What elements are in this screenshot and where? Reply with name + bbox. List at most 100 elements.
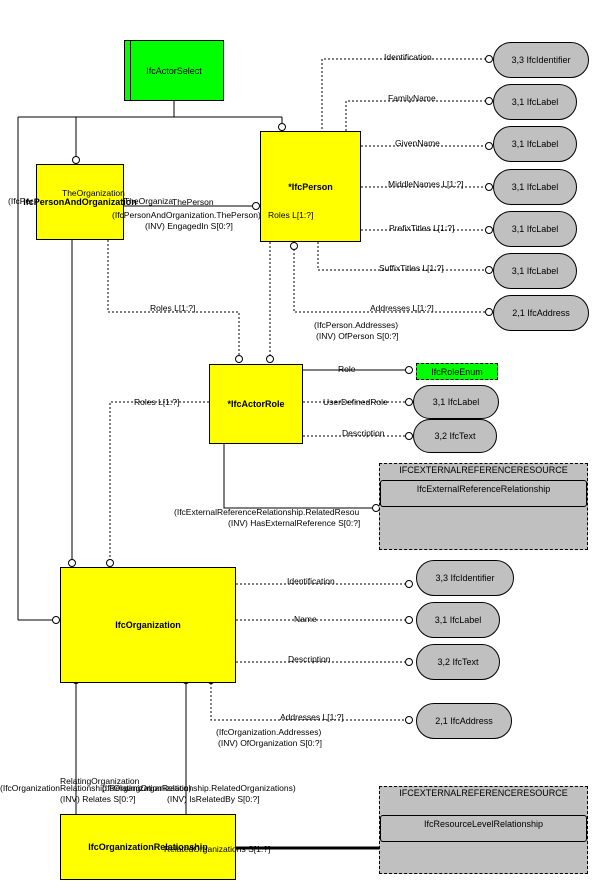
external-ref-title: IFCEXTERNALREFERENCERESOURCE [399,465,568,475]
entity-label: IfcActorSelect [146,65,202,76]
end-circle [485,97,493,105]
attr-label: Identification [384,52,432,62]
end-circle [235,355,243,363]
attr-label: TheOrganization [62,188,125,198]
end-circle [485,183,493,191]
entity-label: IfcPersonAndOrganization [23,197,137,207]
end-circle [106,559,114,567]
attr-label: UserDefinedRole [323,397,388,407]
entity-label: *IfcPerson [288,181,333,192]
type-ifcroleenum: IfcRoleEnum [416,363,498,380]
inverse-label: (INV) Relates S[0:?] [60,794,136,804]
inverse-label: (INV) HasExternalReference S[0:?] [228,518,361,528]
external-ref-box-1: IFCEXTERNALREFERENCERESOURCE IfcExternal… [379,463,588,550]
inverse-label: (INV) IsRelatedBy S[0:?] [167,794,260,804]
end-circle [72,156,80,164]
entity-ifcpersonandorganization: IfcPersonAndOrganization [23,164,137,240]
type-label: 2,1 IfcAddress [512,308,570,318]
entity-ifcorganization: IfcOrganization [60,567,236,683]
end-circle [485,226,493,234]
type-label: 3,3 IfcIdentifier [435,573,495,583]
type-label: 3,2 IfcText [437,657,479,667]
attr-label: Roles L[1:?] [150,303,196,313]
external-ref-item: IfcExternalReferenceRelationship [380,480,587,507]
end-circle [278,123,286,131]
extref-line [223,444,379,509]
type-label: 3,1 IfcLabel [511,182,559,192]
attr-label: Description [342,428,385,438]
type-label-suffixtitles: 3,1 IfcLabel [493,253,577,289]
end-circle [405,616,413,624]
entity-label: IfcOrganizationRelationship [88,842,208,852]
attr-label: Addresses L[1:?] [280,712,344,722]
attr-label: Description [288,654,331,664]
end-circle [405,366,413,374]
inverse-label: (IfcPersonAndOrganization.ThePerson) [112,210,261,220]
entity-label: *IfcActorRole [227,399,285,409]
inverse-label: (IfcExternalReferenceRelationship.Relate… [174,507,360,517]
external-ref-box-2: IFCEXTERNALREFERENCERESOURCE IfcResource… [379,786,588,874]
attr-label: Roles L[1:?] [268,210,314,220]
type-label-prefixtitles: 3,1 IfcLabel [493,211,577,247]
type-label: 3,1 IfcLabel [511,224,559,234]
attr-label: Name [294,614,317,624]
end-circle [266,355,274,363]
type-label: 3,1 IfcLabel [511,266,559,276]
attr-label: MiddleNames L[1:?] [388,179,464,189]
attr-label: TheOrganiza [124,196,174,206]
end-circle [485,266,493,274]
inverse-label: (IfcOrganizationRelationship.RelatedOrga… [102,783,296,793]
type-label: 3,1 IfcLabel [511,97,559,107]
inverse-label: (INV) EngagedIn S[0:?] [145,221,233,231]
inverse-label: (IfcPer [8,196,34,206]
external-ref-title: IFCEXTERNALREFERENCERESOURCE [399,788,568,798]
suffixtitles-line [317,242,490,271]
end-circle [68,559,76,567]
identification-p-line [321,58,490,143]
end-circle [405,432,413,440]
addresses-p-line [293,245,490,313]
type-label-familyname: 3,1 IfcLabel [493,84,577,120]
end-circle [252,202,260,210]
attr-label: PrefixTitles L[1:?] [389,223,455,233]
addresses-o-line [210,683,406,721]
type-label: 3,2 IfcText [434,431,476,441]
type-label: 3,1 IfcLabel [432,397,480,407]
type-label-givenname: 3,1 IfcLabel [493,126,577,162]
type-address-org: 2,1 IfcAddress [416,703,512,739]
entity-label: IfcOrganization [115,620,181,630]
end-circle [405,398,413,406]
attr-label: GivenName [395,138,440,148]
type-label: IfcRoleEnum [431,366,483,377]
inverse-label: (IfcPerson.Addresses) [314,320,399,330]
type-label: 2,1 IfcAddress [435,716,493,726]
type-text-role-description: 3,2 IfcText [413,419,497,453]
type-label-userdefinedrole: 3,1 IfcLabel [413,385,499,419]
type-text-org-description: 3,2 IfcText [416,644,500,680]
external-ref-item: IfcResourceLevelRelationship [380,815,587,842]
entity-ifcactorselect: IfcActorSelect [124,40,224,101]
entity-ifcperson: *IfcPerson [260,131,361,242]
inverse-label: (IfcOrganization.Addresses) [216,727,322,737]
inverse-label: (IfcOrganizationRelationship.RelatingOrg… [0,783,192,793]
roles-org-line [109,401,209,560]
attr-label: FamilyName [388,93,436,103]
attr-label: SuffixTitles L[1:?] [379,263,444,273]
end-circle [485,308,493,316]
end-circle [405,716,413,724]
end-circle [405,580,413,588]
roles-pao-line [107,240,240,360]
end-circle [405,658,413,666]
attr-label: Identification [287,576,335,586]
type-label: 3,3 IfcIdentifier [511,55,571,65]
end-circle [52,616,60,624]
type-identifier: 3,3 IfcIdentifier [493,42,589,78]
end-circle [485,142,493,150]
entity-ifcorganizationrelationship: IfcOrganizationRelationship [60,814,236,880]
type-label: 3,1 IfcLabel [511,139,559,149]
type-address-person: 2,1 IfcAddress [493,295,589,331]
type-label-org-name: 3,1 IfcLabel [416,602,500,638]
inverse-label: (INV) OfPerson S[0:?] [316,331,399,341]
